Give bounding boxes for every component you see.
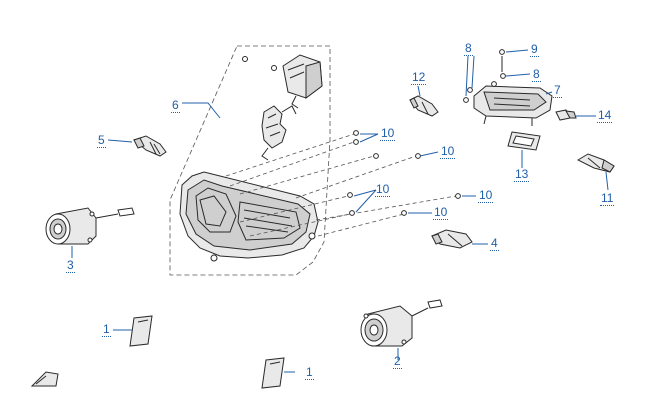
callout-part-3[interactable]: 3 bbox=[66, 258, 75, 273]
callout-part-10-d[interactable]: 10 bbox=[478, 188, 494, 203]
tail-light[interactable] bbox=[463, 49, 553, 126]
fog-lamp-left[interactable] bbox=[45, 207, 135, 245]
callout-part-13[interactable]: 13 bbox=[514, 167, 530, 182]
fog-lamp-right[interactable] bbox=[360, 299, 443, 347]
headlight-control-module[interactable] bbox=[242, 54, 323, 109]
rear-turn-signal-left[interactable] bbox=[409, 95, 439, 117]
reflector-right[interactable] bbox=[261, 357, 285, 389]
screw[interactable] bbox=[353, 139, 359, 145]
license-plate-lamp[interactable] bbox=[507, 131, 541, 151]
screw[interactable] bbox=[347, 192, 353, 198]
screw[interactable] bbox=[373, 153, 379, 159]
callout-part-8-left[interactable]: 8 bbox=[464, 41, 473, 56]
screw[interactable] bbox=[349, 210, 355, 216]
callout-part-1-left[interactable]: 1 bbox=[102, 322, 111, 337]
callout-part-5[interactable]: 5 bbox=[97, 133, 106, 148]
callout-part-11[interactable]: 11 bbox=[600, 191, 615, 206]
callout-part-6[interactable]: 6 bbox=[171, 98, 180, 113]
bulb-socket[interactable] bbox=[555, 109, 577, 121]
screw[interactable] bbox=[415, 153, 421, 159]
callout-part-4[interactable]: 4 bbox=[490, 236, 499, 251]
headlight-wiring-connector[interactable] bbox=[261, 105, 297, 161]
reflector-left[interactable] bbox=[129, 315, 153, 347]
screw[interactable] bbox=[401, 210, 407, 216]
callout-part-10-c[interactable]: 10 bbox=[375, 182, 391, 197]
callout-part-9[interactable]: 9 bbox=[530, 42, 539, 57]
callout-part-10-a[interactable]: 10 bbox=[380, 126, 396, 141]
front-turn-signal-left[interactable] bbox=[132, 135, 167, 157]
front-turn-signal-right[interactable] bbox=[431, 229, 473, 249]
headlight-group-outline bbox=[169, 45, 331, 276]
callout-part-14[interactable]: 14 bbox=[597, 108, 613, 123]
callout-part-7[interactable]: 7 bbox=[553, 83, 562, 98]
rear-turn-signal-right[interactable] bbox=[576, 153, 615, 173]
callout-part-10-e[interactable]: 10 bbox=[433, 205, 449, 220]
callout-part-10-b[interactable]: 10 bbox=[440, 144, 456, 159]
screw[interactable] bbox=[353, 130, 359, 136]
callout-part-12[interactable]: 12 bbox=[411, 70, 427, 85]
callout-part-8-right[interactable]: 8 bbox=[532, 67, 541, 82]
callout-part-1-right[interactable]: 1 bbox=[305, 365, 314, 380]
callout-part-2[interactable]: 2 bbox=[393, 354, 402, 369]
screw[interactable] bbox=[455, 193, 461, 199]
headlight-housing[interactable] bbox=[179, 171, 319, 262]
direction-arrow-icon bbox=[30, 371, 59, 387]
